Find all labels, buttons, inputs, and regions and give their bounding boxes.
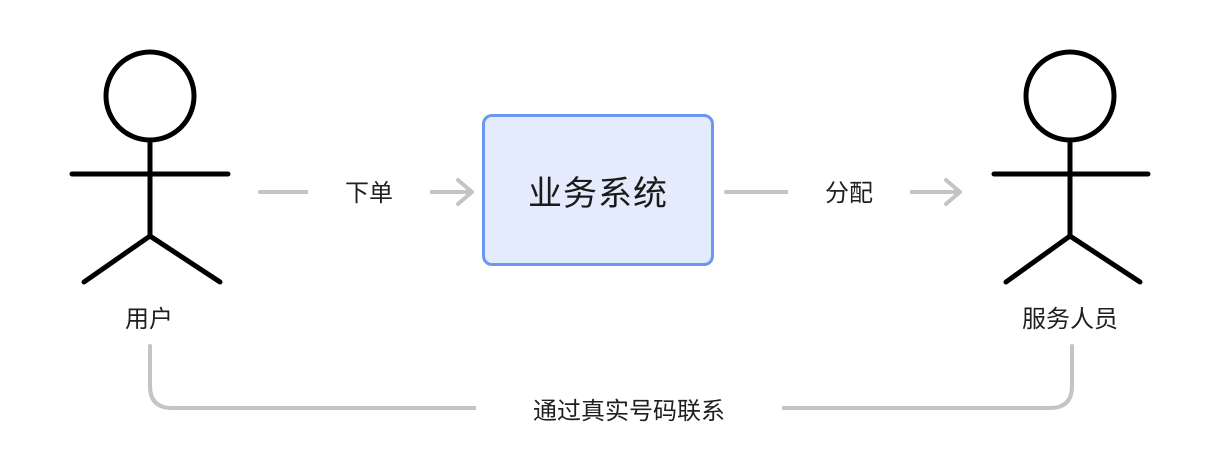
- edge-contact-label: 通过真实号码联系: [476, 396, 782, 426]
- actor-staff-head: [1023, 49, 1117, 143]
- actor-staff-label: 服务人员: [1022, 305, 1118, 333]
- system-node: 业务系统: [482, 114, 714, 266]
- actor-user-head: [103, 49, 197, 143]
- actor-staff-right-leg: [1067, 233, 1143, 285]
- edge-assign-label: 分配: [788, 178, 910, 208]
- actor-user-label: 用户: [125, 305, 173, 333]
- edge-assign-arrowhead: [944, 178, 962, 206]
- system-node-label: 业务系统: [528, 173, 668, 214]
- actor-user-right-leg: [147, 233, 223, 285]
- actor-user-figure: [69, 49, 231, 285]
- actor-staff-figure: [991, 49, 1151, 285]
- edge-order-arrowhead: [456, 178, 474, 206]
- actor-staff-left-leg: [1003, 233, 1073, 285]
- actor-user-left-leg: [81, 233, 153, 285]
- edge-order-label: 下单: [308, 178, 430, 208]
